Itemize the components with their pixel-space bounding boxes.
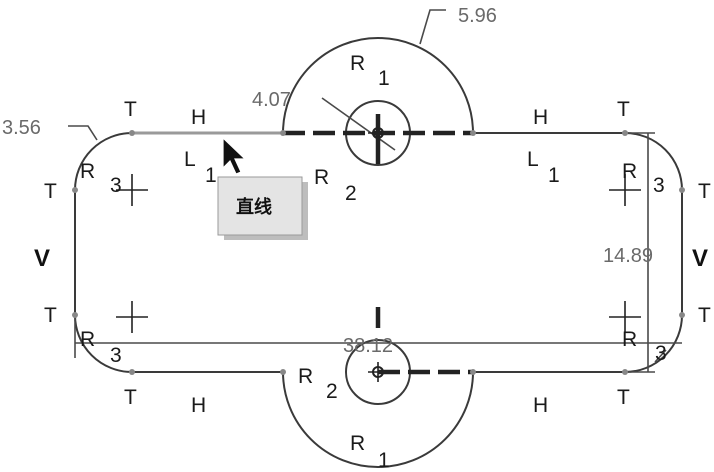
radius-label: R bbox=[314, 166, 329, 189]
endpoints bbox=[72, 130, 685, 375]
endpoint bbox=[470, 130, 476, 136]
endpoint bbox=[679, 312, 685, 318]
top-left-corner-arc[interactable] bbox=[74, 132, 133, 191]
center-crosses bbox=[116, 123, 641, 382]
bottom-arc[interactable] bbox=[282, 371, 474, 468]
tangent-label: T bbox=[617, 386, 630, 409]
horizontal-label: H bbox=[533, 106, 548, 129]
length-index: 1 bbox=[205, 164, 217, 187]
length-label: L bbox=[527, 148, 539, 171]
cross-top-hole bbox=[368, 123, 388, 143]
radius-index: 2 bbox=[345, 182, 357, 205]
endpoint bbox=[280, 369, 286, 375]
radius-label: R bbox=[350, 432, 365, 455]
horizontal-label: H bbox=[533, 394, 548, 417]
left-corner-radius-value[interactable]: 3.56 bbox=[2, 117, 41, 139]
radius-label: R bbox=[622, 160, 637, 183]
horizontal-label: H bbox=[191, 106, 206, 129]
length-index: 1 bbox=[548, 164, 560, 187]
radius-index: 2 bbox=[326, 380, 338, 403]
sketch-profile[interactable] bbox=[74, 37, 683, 468]
tangent-label: T bbox=[44, 180, 57, 203]
tangent-label: T bbox=[44, 304, 57, 327]
endpoint bbox=[129, 130, 135, 136]
endpoint bbox=[280, 130, 286, 136]
line-tooltip: 直线 bbox=[217, 176, 308, 240]
tangent-label: T bbox=[124, 98, 137, 121]
small-circle-radius-value[interactable]: 4.07 bbox=[252, 89, 291, 111]
radius-index: 3 bbox=[110, 174, 122, 197]
top-hole-center-dot bbox=[372, 127, 384, 139]
br-radius-leader bbox=[654, 349, 667, 363]
bottom-hole-center-dot bbox=[372, 366, 384, 378]
height-value[interactable]: 14.89 bbox=[603, 245, 653, 267]
top-right-corner-arc[interactable] bbox=[624, 132, 683, 191]
top-arc[interactable] bbox=[282, 37, 474, 134]
mouse-pointer-icon bbox=[222, 136, 247, 175]
radius-index: 3 bbox=[655, 342, 667, 365]
constraint-labels: T H H T R 1 L 1 L 1 R 2 R 3 R 3 T T V V … bbox=[34, 52, 711, 472]
endpoint bbox=[72, 187, 78, 193]
width-value[interactable]: 38.12 bbox=[343, 335, 393, 357]
radius-index: 1 bbox=[378, 67, 390, 90]
cross-tl bbox=[116, 174, 148, 206]
radius-label: R bbox=[80, 328, 95, 351]
dimension-lines bbox=[68, 9, 682, 373]
vertical-label: V bbox=[692, 245, 708, 272]
tangent-label: T bbox=[698, 180, 711, 203]
cross-bottom-hole bbox=[368, 362, 388, 382]
radius-index: 3 bbox=[653, 174, 665, 197]
tangent-label: T bbox=[698, 304, 711, 327]
bottom-left-corner-arc[interactable] bbox=[74, 314, 133, 373]
endpoint bbox=[622, 369, 628, 375]
cross-tr bbox=[609, 174, 641, 206]
endpoint bbox=[470, 369, 476, 375]
radius-index: 1 bbox=[378, 449, 390, 472]
tangent-label: T bbox=[124, 386, 137, 409]
radius-label: R bbox=[350, 52, 365, 75]
endpoint bbox=[679, 187, 685, 193]
bottom-right-corner-arc[interactable] bbox=[624, 314, 683, 373]
tooltip-box bbox=[217, 176, 303, 236]
tangent-label: T bbox=[617, 98, 630, 121]
top-arc-leader bbox=[419, 9, 446, 45]
radius-label: R bbox=[622, 328, 637, 351]
vertical-label: V bbox=[34, 245, 50, 272]
tooltip-label: 直线 bbox=[236, 196, 272, 218]
length-label: L bbox=[184, 148, 196, 171]
cross-bl bbox=[116, 301, 148, 333]
top-arc-radius-value[interactable]: 5.96 bbox=[458, 5, 497, 27]
endpoint bbox=[622, 130, 628, 136]
horizontal-label: H bbox=[191, 394, 206, 417]
cross-br bbox=[609, 301, 641, 333]
radius-index: 3 bbox=[110, 344, 122, 367]
radius-label: R bbox=[80, 160, 95, 183]
endpoint bbox=[129, 369, 135, 375]
small-circle-leader bbox=[321, 97, 396, 151]
radius-label: R bbox=[298, 365, 313, 388]
endpoint bbox=[72, 312, 78, 318]
left-radius-leader bbox=[68, 125, 98, 141]
